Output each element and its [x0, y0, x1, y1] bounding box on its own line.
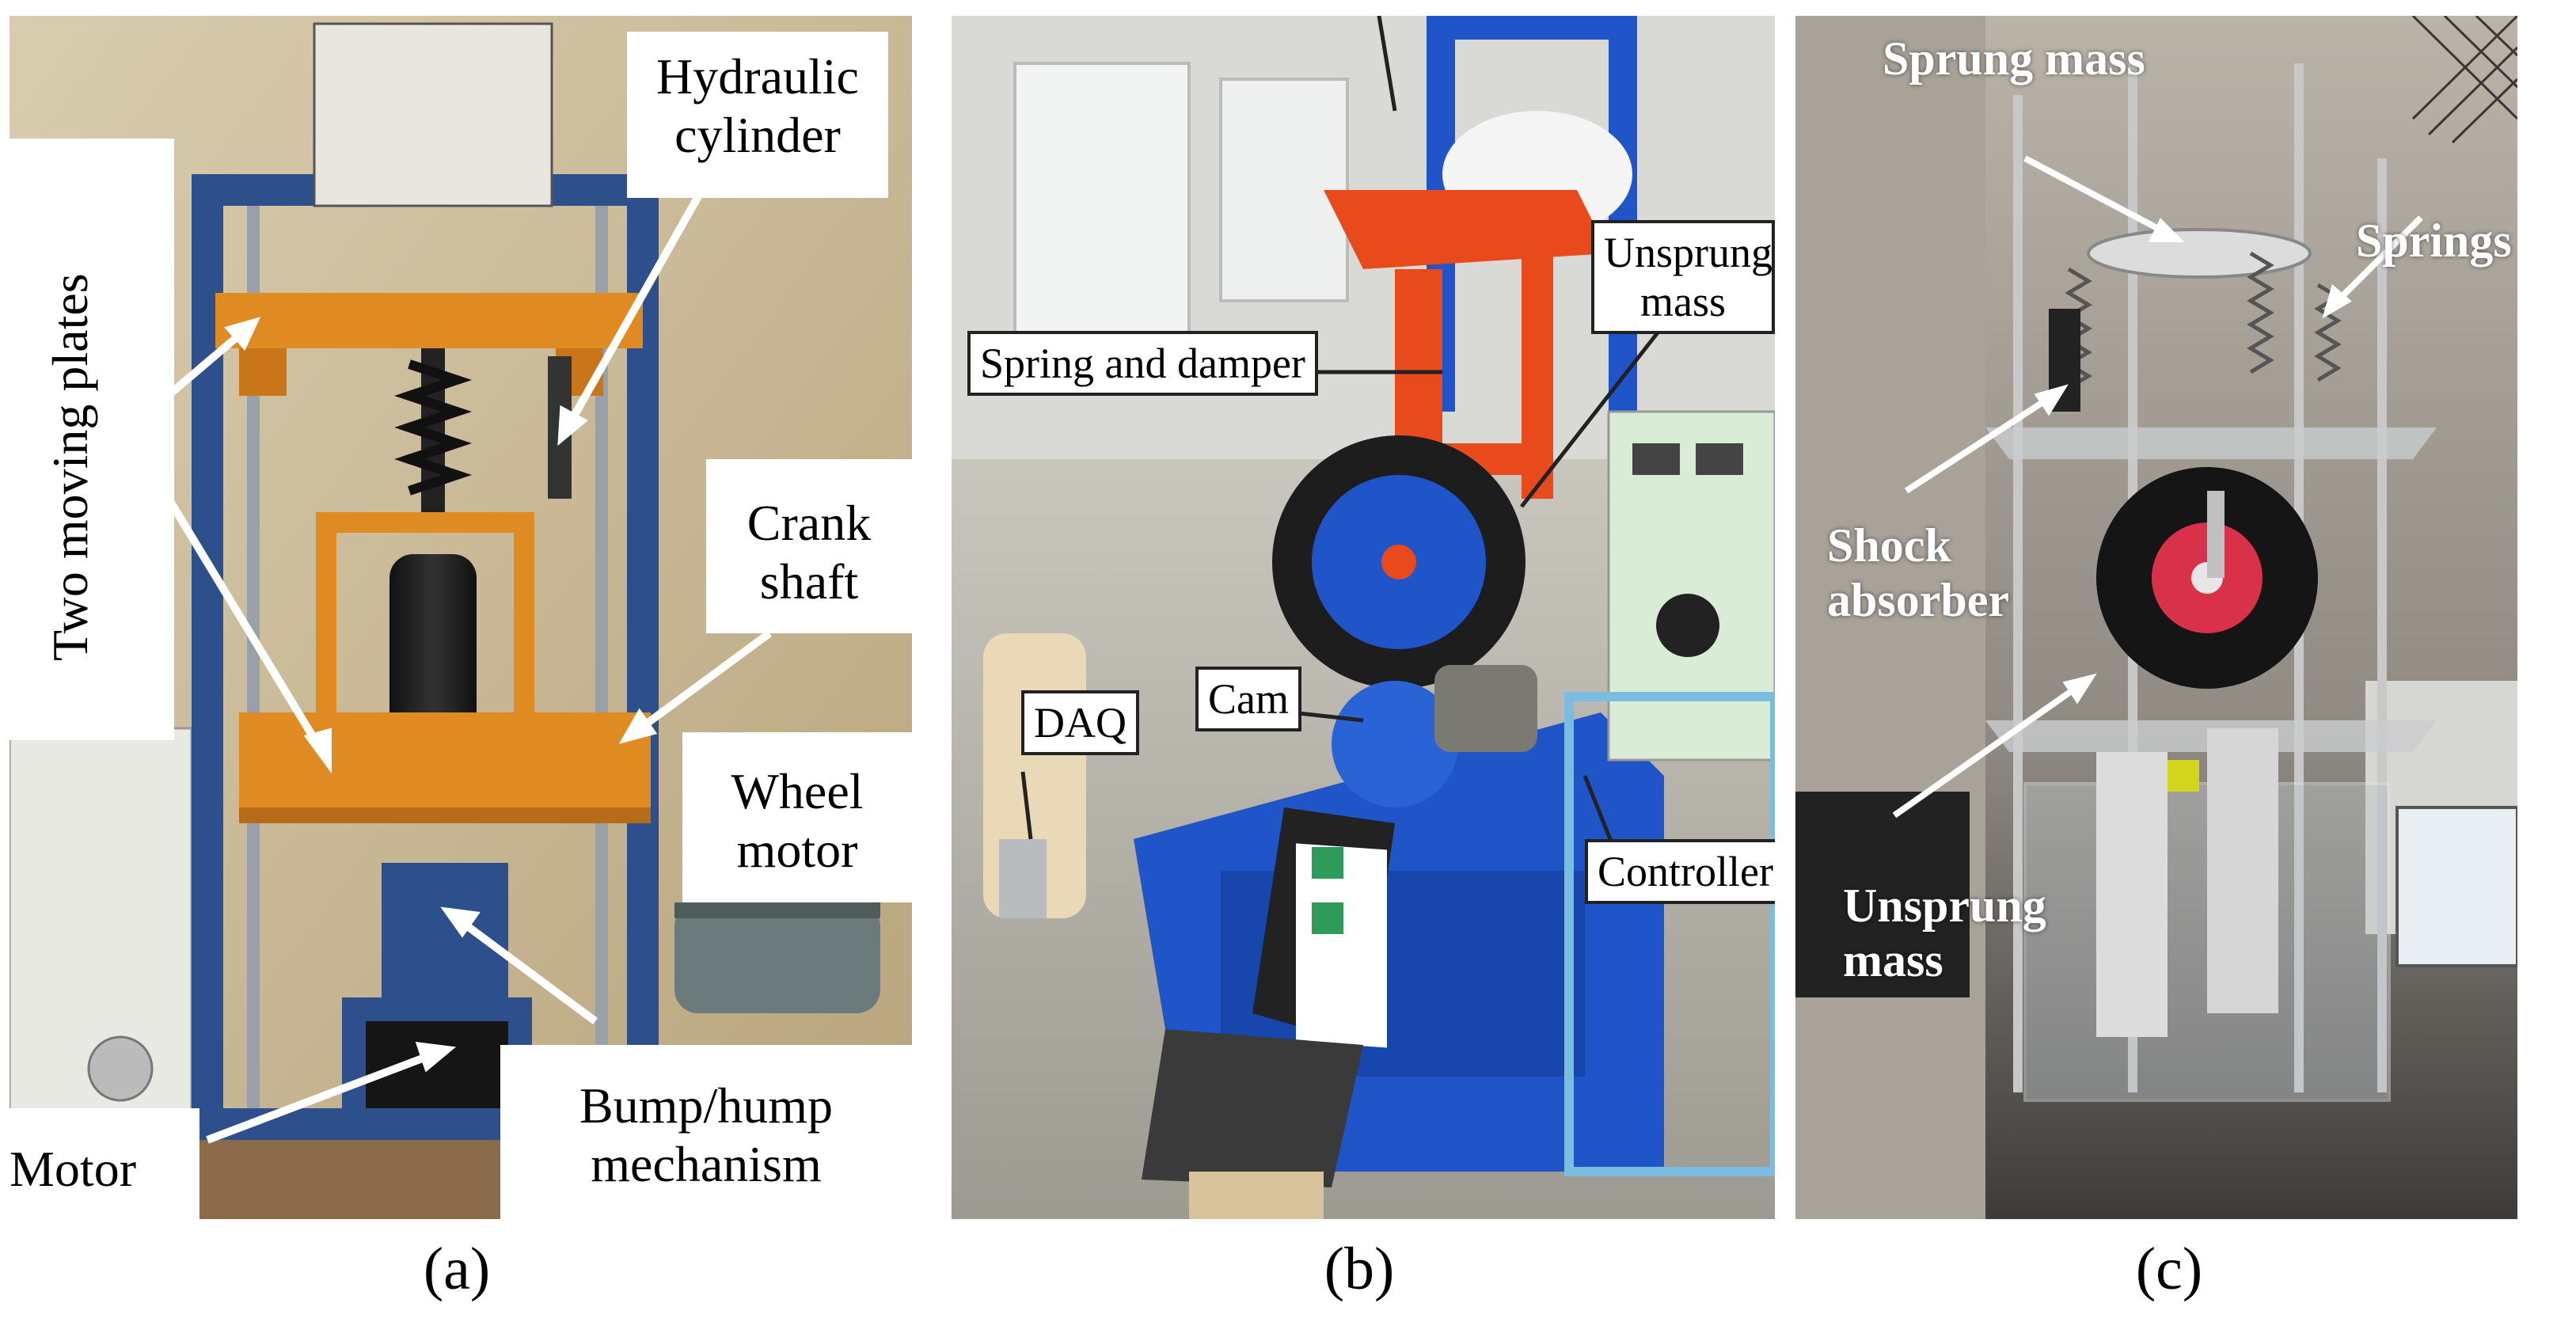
label-daq: DAQ — [1021, 690, 1139, 756]
caption-b: (b) — [1324, 1236, 1395, 1302]
label-two-moving-plates-box: Two moving plates — [9, 139, 174, 740]
photo-panel-c: Sprung mass Springs Shock absorber Unspr… — [1795, 16, 2517, 1219]
label-hydraulic-line1: Hydraulic — [656, 48, 859, 104]
label-wheel-line1: Wheel — [731, 763, 864, 819]
label-shock-absorber: Shock absorber — [1827, 519, 2009, 628]
label-cam-text: Cam — [1208, 675, 1289, 723]
label-shock-line2: absorber — [1827, 574, 2009, 626]
label-cam: Cam — [1195, 667, 1301, 732]
label-bump-hump-mechanism: Bump/hump mechanism — [500, 1045, 912, 1219]
label-daq-text: DAQ — [1034, 699, 1127, 746]
label-crank-line2: shaft — [759, 553, 859, 610]
label-unsprung-c-line1: Unsprung — [1843, 879, 2046, 932]
test-rig-b-photo — [952, 16, 1775, 1219]
label-unsprung-c-line2: mass — [1843, 934, 1943, 986]
label-springs-text: Springs — [2356, 215, 2512, 267]
photo-panel-a: Two moving plates Hydraulic cylinder Cra… — [9, 16, 912, 1219]
label-wheel-line2: motor — [736, 821, 858, 878]
label-sprung-mass-text: Sprung mass — [1883, 32, 2145, 85]
label-unsprung-b-line1: Unsprung — [1604, 229, 1772, 276]
label-bump-line1: Bump/hump — [579, 1077, 834, 1134]
label-controller-text: Controller — [1598, 848, 1773, 895]
label-hydraulic-cylinder: Hydraulic cylinder — [627, 32, 888, 198]
label-crank-shaft: Crank shaft — [706, 459, 912, 633]
test-rig-c-photo — [1795, 16, 2517, 1219]
photo-panel-b: Spring and damper Unsprung mass DAQ Cam … — [952, 16, 1775, 1219]
label-controller: Controller — [1585, 839, 1775, 905]
label-wheel-motor: Wheel motor — [682, 732, 912, 902]
annotation-arrows-c — [1892, 155, 2423, 819]
label-spring-and-damper-text: Spring and damper — [980, 340, 1305, 387]
label-hydraulic-line2: cylinder — [674, 106, 841, 163]
label-sprung-mass: Sprung mass — [1883, 32, 2145, 86]
label-unsprung-b-line2: mass — [1640, 278, 1726, 326]
label-crank-line1: Crank — [747, 495, 872, 551]
caption-c: (c) — [2135, 1236, 2203, 1302]
label-unsprung-mass-b: Unsprung mass — [1591, 220, 1775, 335]
label-motor: Motor — [9, 1108, 199, 1219]
caption-a: (a) — [423, 1236, 491, 1302]
label-bump-line2: mechanism — [591, 1135, 822, 1192]
annotation-arrows-a — [160, 152, 772, 1144]
label-unsprung-mass-c: Unsprung mass — [1843, 879, 2046, 988]
label-two-moving-plates: Two moving plates — [42, 273, 98, 661]
label-spring-and-damper: Spring and damper — [967, 331, 1318, 397]
label-shock-line1: Shock — [1827, 519, 1951, 572]
label-motor-text: Motor — [9, 1141, 136, 1197]
label-springs: Springs — [2356, 214, 2512, 268]
